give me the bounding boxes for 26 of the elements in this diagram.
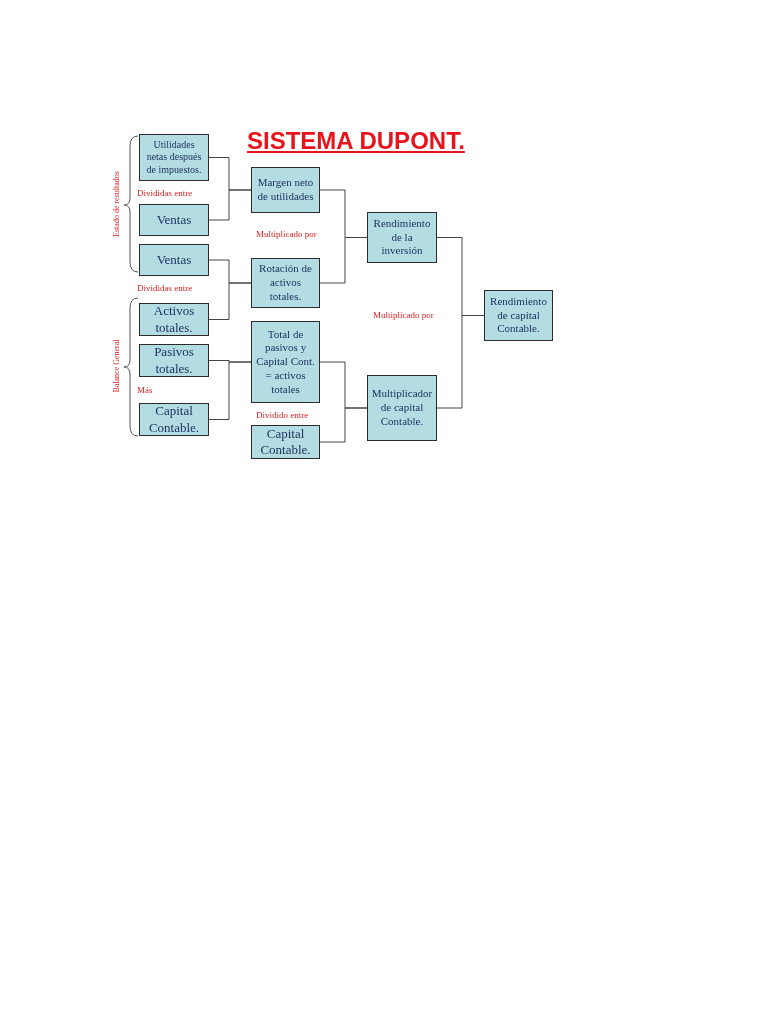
process-box: Rendimiento de la inversión bbox=[367, 212, 437, 263]
operation-label: Más bbox=[137, 386, 153, 395]
process-box: Utilidades netas después de impuestos. bbox=[139, 134, 209, 181]
process-box: Rotación de activos totales. bbox=[251, 258, 320, 308]
connector-line bbox=[208, 361, 252, 420]
operation-label: Divididas entre bbox=[137, 284, 193, 293]
operation-label: Dividido entre bbox=[256, 411, 309, 420]
process-box: Pasivos totales. bbox=[139, 344, 209, 377]
process-box: Activos totales. bbox=[139, 303, 209, 336]
operation-label: Multiplicado por bbox=[256, 230, 317, 239]
operation-label: Estado de resultados bbox=[113, 170, 121, 239]
connector-line bbox=[319, 407, 368, 443]
operation-label: Balance General bbox=[113, 338, 121, 395]
operation-label: Divididas entre bbox=[137, 189, 193, 198]
process-box: Multiplicador de capital Contable. bbox=[367, 375, 437, 441]
process-box: Capital Contable. bbox=[139, 403, 209, 436]
connector-line bbox=[208, 282, 252, 320]
process-box: Capital Contable. bbox=[251, 425, 320, 459]
connector-line bbox=[208, 189, 252, 221]
process-box: Rendimiento de capital Contable. bbox=[484, 290, 553, 341]
operation-label: Multiplicado por bbox=[373, 311, 434, 320]
process-box: Margen neto de utilidades bbox=[251, 167, 320, 213]
process-box: Ventas bbox=[139, 204, 209, 236]
title: SISTEMA DUPONT. bbox=[247, 126, 465, 156]
process-box: Ventas bbox=[139, 244, 209, 276]
process-box: Total de pasivos y Capital Cont. = activos totales bbox=[251, 321, 320, 403]
